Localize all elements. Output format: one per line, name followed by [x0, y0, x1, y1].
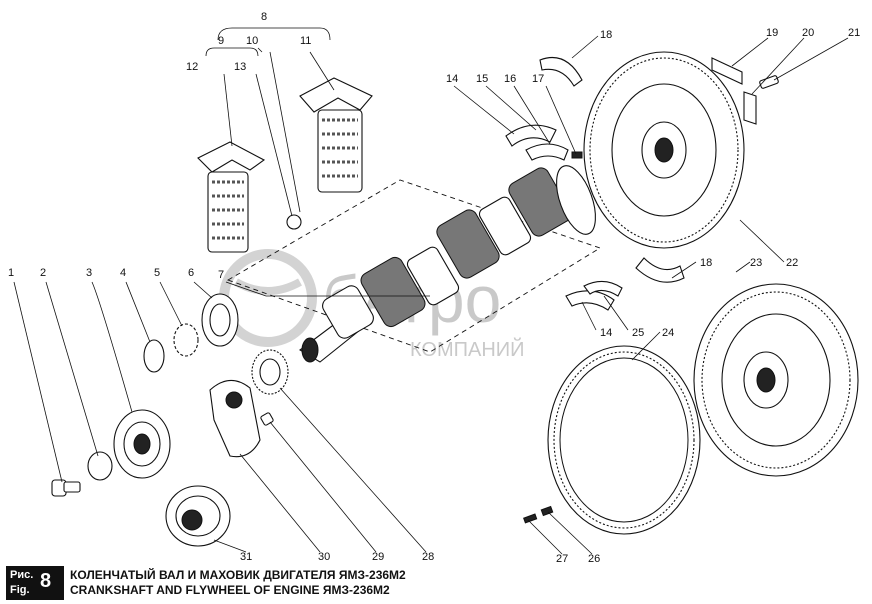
- bolt-1: [51, 479, 81, 497]
- counterweight-30: [209, 379, 261, 458]
- figure-caption: Рис. Fig. 8 КОЛЕНЧАТЫЙ ВАЛ И МАХОВИК ДВИ…: [6, 566, 406, 600]
- crankshaft: [299, 165, 596, 363]
- plate-20: [743, 91, 757, 125]
- callout-18-top: 18: [600, 29, 612, 41]
- callout-31: 31: [240, 551, 252, 563]
- callout-6: 6: [188, 267, 194, 279]
- bolt-21: [759, 75, 779, 89]
- callout-1: 1: [8, 267, 14, 279]
- thrust-half-ring-18-bottom: [635, 257, 685, 283]
- pulley-31: [165, 485, 231, 547]
- bracket-8: [217, 27, 331, 41]
- nut-4: [143, 339, 165, 373]
- bearing-shell-15: [505, 124, 557, 147]
- pin-17: [571, 151, 583, 159]
- callout-2: 2: [40, 267, 46, 279]
- caption-title-ru: КОЛЕНЧАТЫЙ ВАЛ И МАХОВИК ДВИГАТЕЛЯ ЯМЗ-2…: [70, 568, 406, 582]
- ring-gear-24: [547, 345, 701, 535]
- flywheel-23: [693, 283, 859, 477]
- callout-26: 26: [588, 553, 600, 565]
- callout-4: 4: [120, 267, 126, 279]
- pulley-3: [113, 409, 171, 479]
- caption-text: КОЛЕНЧАТЫЙ ВАЛ И МАХОВИК ДВИГАТЕЛЯ ЯМЗ-2…: [70, 568, 406, 598]
- callout-22: 22: [786, 257, 798, 269]
- bushing-13: [286, 214, 302, 230]
- callout-18-bottom: 18: [700, 257, 712, 269]
- callout-12: 12: [186, 61, 198, 73]
- callout-11: 11: [300, 35, 311, 47]
- caption-title-en: CRANKSHAFT AND FLYWHEEL OF ENGINE ЯМЗ-23…: [70, 583, 390, 597]
- plate-19: [711, 57, 743, 85]
- figure-number-box: Рис. Fig. 8: [6, 566, 64, 600]
- callout-29: 29: [372, 551, 384, 563]
- figure-number: 8: [40, 570, 52, 592]
- bearing-shell-14-lower: [565, 290, 615, 311]
- callout-3: 3: [86, 267, 92, 279]
- washer-2: [87, 451, 113, 481]
- bracket-9: [205, 47, 259, 57]
- callout-28: 28: [422, 551, 434, 563]
- callout-21: 21: [848, 27, 860, 39]
- main-bearing-shell-12: [197, 141, 266, 253]
- callout-27: 27: [556, 553, 568, 565]
- callout-23: 23: [750, 257, 762, 269]
- leader-lines: [13, 35, 849, 555]
- callout-5: 5: [154, 267, 160, 279]
- callout-30: 30: [318, 551, 330, 563]
- fig-label-ru: Рис.: [10, 569, 34, 581]
- callout-14-top: 14: [446, 73, 458, 85]
- watermark-sub: КОМПАНИЙ: [410, 337, 525, 361]
- callout-16: 16: [504, 73, 516, 85]
- fig-label-en: Fig.: [10, 584, 30, 596]
- callouts: 1 2 3 4 5 6 7 8 9 10 11 12 13 14 15 16 1…: [8, 11, 860, 565]
- callout-24: 24: [662, 327, 674, 339]
- main-bearing-shell-11: [299, 77, 373, 193]
- callout-13: 13: [234, 61, 246, 73]
- callout-7: 7: [218, 269, 224, 281]
- callout-19: 19: [766, 27, 778, 39]
- callout-9: 9: [218, 35, 224, 47]
- pin-26: [540, 505, 554, 517]
- callout-17: 17: [532, 73, 544, 85]
- bearing-shell-25: [583, 280, 623, 297]
- bearing-shell-16: [525, 143, 569, 161]
- callout-15: 15: [476, 73, 488, 85]
- callout-10: 10: [246, 35, 258, 47]
- thrust-half-ring-18-top: [539, 56, 583, 87]
- oil-deflector-6: [201, 293, 239, 347]
- flywheel-22: [583, 51, 745, 249]
- callout-8: 8: [261, 11, 267, 23]
- dowel-27: [523, 513, 538, 524]
- callout-14-bottom: 14: [600, 327, 612, 339]
- callout-20: 20: [802, 27, 814, 39]
- gear-28: [251, 349, 289, 395]
- lock-washer-5: [173, 323, 199, 357]
- callout-25: 25: [632, 327, 644, 339]
